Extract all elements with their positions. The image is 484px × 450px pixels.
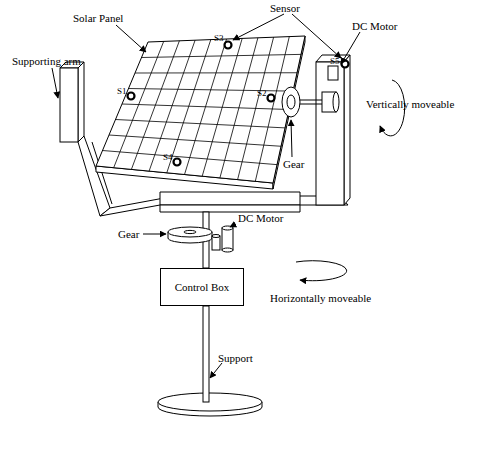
gear-shaft-motor xyxy=(287,95,295,109)
part-label: Gear xyxy=(118,228,139,241)
motion-label: Vertically moveable xyxy=(366,98,454,111)
sensor xyxy=(174,159,181,166)
frame-platform xyxy=(100,192,348,216)
panel-grid-line xyxy=(142,54,302,57)
leader-line xyxy=(116,25,146,52)
sensor-id: S5 xyxy=(330,56,340,67)
leader-line xyxy=(52,68,58,98)
leader-line xyxy=(210,363,222,378)
pole-gear-motor xyxy=(168,227,212,237)
sensor xyxy=(268,95,275,102)
sensor-id: S2 xyxy=(257,88,267,99)
pole-gear-motor xyxy=(184,230,196,233)
gear-shaft-motor xyxy=(282,87,300,117)
illustration xyxy=(52,14,405,416)
support-pole xyxy=(203,306,209,402)
solar-panel xyxy=(103,37,302,182)
control-box: Control Box xyxy=(160,268,244,306)
part-label: Support xyxy=(218,352,253,365)
solar-panel xyxy=(96,36,305,183)
part-label: Sensor xyxy=(270,2,300,15)
supporting-arm xyxy=(60,68,78,142)
gear-shaft-motor xyxy=(282,66,339,117)
supporting-arm xyxy=(60,62,112,216)
sensor xyxy=(225,42,232,49)
rotation-arrow xyxy=(296,261,347,281)
leader-line xyxy=(143,234,166,235)
box-text: Control Box xyxy=(175,281,230,294)
leader-line xyxy=(292,14,341,58)
pole-gear-motor xyxy=(222,248,233,252)
panel-grid-line xyxy=(109,135,281,146)
part-label: Gear xyxy=(283,158,304,171)
pole-gear-motor xyxy=(212,235,220,238)
part-label: DC Motor xyxy=(238,212,284,225)
frame-platform xyxy=(160,205,300,212)
sensor-id: S3 xyxy=(214,33,224,44)
frame-platform xyxy=(160,192,300,205)
leader-line xyxy=(291,120,292,157)
panel-grid-line xyxy=(135,72,297,73)
part-label: Solar Panel xyxy=(73,12,123,25)
pole-gear-motor xyxy=(168,212,233,268)
panel-grid-line xyxy=(129,89,294,92)
sensor xyxy=(128,42,349,166)
panel-grid-line xyxy=(103,151,278,165)
pole-gear-motor xyxy=(212,236,220,250)
supporting-arm xyxy=(78,62,84,142)
part-label: DC Motor xyxy=(352,20,398,33)
supporting-arm xyxy=(316,55,350,205)
solar-panel xyxy=(96,36,305,189)
leader-line xyxy=(52,14,360,378)
support-pole xyxy=(158,393,262,411)
gear-shaft-motor xyxy=(328,66,338,80)
gear-shaft-motor xyxy=(333,92,339,112)
support-pole xyxy=(158,306,262,416)
panel-grid-line xyxy=(122,104,289,110)
leader-line xyxy=(233,14,284,40)
sensor-id: S4 xyxy=(163,152,173,163)
part-label: Supporting arm xyxy=(12,55,81,68)
motion-label: Horizontally moveable xyxy=(270,292,371,305)
leader-line xyxy=(230,224,236,227)
supporting-arm xyxy=(344,55,350,205)
sensor xyxy=(128,93,135,100)
pole-gear-motor xyxy=(222,228,233,250)
leader-line xyxy=(341,32,360,64)
sensor-id: S1 xyxy=(117,86,127,97)
panel-grid-line xyxy=(116,120,286,128)
supporting-arm xyxy=(316,62,344,205)
